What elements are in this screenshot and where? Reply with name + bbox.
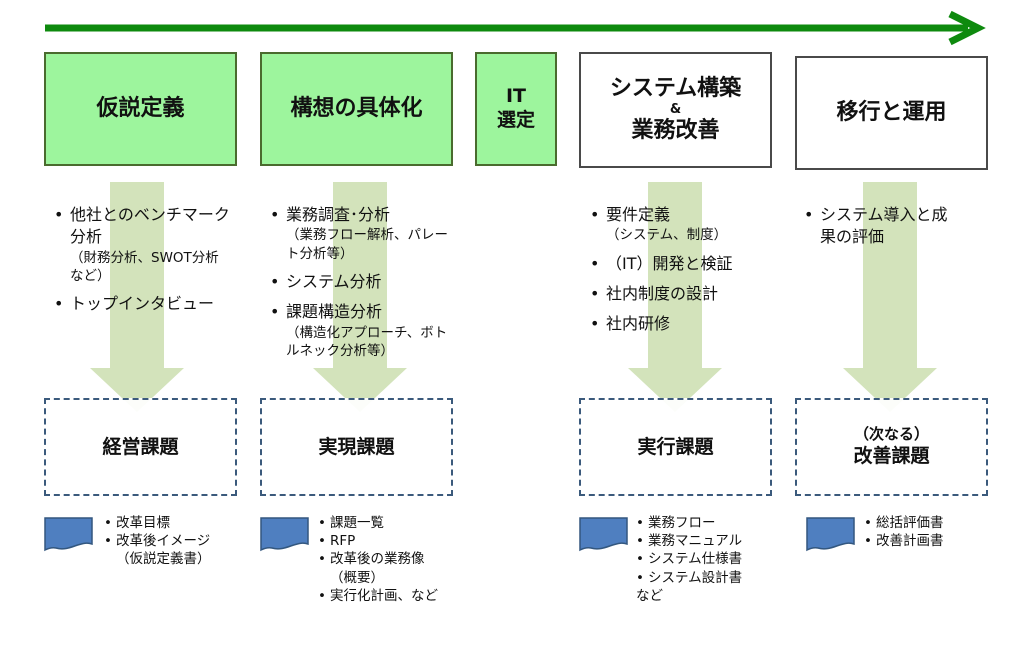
phase-operation: 移行と運用 xyxy=(795,56,988,170)
document-icon xyxy=(44,517,93,552)
activity-item: （IT）開発と検証 xyxy=(588,253,778,276)
activity-item: 社内研修 xyxy=(588,313,778,336)
result-improvement-issues: （次なる） 改善課題 xyxy=(795,398,988,496)
result-realization-issues: 実現課題 xyxy=(260,398,453,496)
activity-item: 社内制度の設計 xyxy=(588,283,778,306)
deliverable-item: 業務フロー xyxy=(636,514,786,532)
activity-item: 要件定義 （システム、制度） xyxy=(588,204,778,245)
deliverable-item: 改善計画書 xyxy=(864,532,994,550)
document-icon xyxy=(806,517,855,552)
result-execution-issues: 実行課題 xyxy=(579,398,772,496)
deliverable-item: 実行化計画、など xyxy=(318,587,468,605)
phase-it-selection: IT 選定 xyxy=(475,52,557,166)
result-prefix: （次なる） xyxy=(853,424,929,443)
phase-build-amp: & xyxy=(669,101,682,117)
document-icon xyxy=(579,517,628,552)
activities-2: 業務調査･分析 （業務フロー解析、パレート分析等） システム分析 課題構造分析 … xyxy=(268,204,458,368)
activities-3: 要件定義 （システム、制度） （IT）開発と検証 社内制度の設計 社内研修 xyxy=(588,204,778,344)
activity-item: 業務調査･分析 （業務フロー解析、パレート分析等） xyxy=(268,204,458,263)
deliverable-item: 改革目標 xyxy=(104,514,254,532)
activity-item: 課題構造分析 （構造化アプローチ、ボトルネック分析等） xyxy=(268,301,458,360)
activity-item: 他社とのベンチマーク分析 （財務分析、SWOT分析など） xyxy=(52,204,232,285)
result-management-issues: 経営課題 xyxy=(44,398,237,496)
activity-item: システム分析 xyxy=(268,271,458,294)
deliverable-item-note: （仮説定義書） xyxy=(116,551,211,568)
deliverables-3: 業務フロー 業務マニュアル システム仕様書 システム設計書 など xyxy=(636,514,786,605)
timeline-arrow xyxy=(45,10,986,46)
deliverable-item-note: など xyxy=(636,587,663,604)
phase-build-line3: 業務改善 xyxy=(631,118,720,144)
phase-it-line2: 選定 xyxy=(496,109,535,131)
deliverable-item: RFP xyxy=(318,532,468,550)
deliverable-item-note: （概要） xyxy=(330,569,384,586)
deliverable-item: システム仕様書 xyxy=(636,550,786,568)
phase-build-line1: システム構築 xyxy=(609,76,742,102)
deliverables-1: 改革目標 改革後イメージ （仮説定義書） xyxy=(104,514,254,569)
phase-concept: 構想の具体化 xyxy=(260,52,453,166)
activity-item: システム導入と成果の評価 xyxy=(802,204,962,249)
activities-4: システム導入と成果の評価 xyxy=(802,204,962,257)
activities-1: 他社とのベンチマーク分析 （財務分析、SWOT分析など） トップインタビュー xyxy=(52,204,232,324)
deliverable-item: 改革後イメージ xyxy=(104,532,254,550)
deliverable-item: 改革後の業務像 xyxy=(318,550,468,568)
phase-system-build: システム構築 & 業務改善 xyxy=(579,52,772,168)
deliverables-2: 課題一覧 RFP 改革後の業務像 （概要） 実行化計画、など xyxy=(318,514,468,605)
activity-item: トップインタビュー xyxy=(52,293,232,316)
deliverable-item: システム設計書 xyxy=(636,569,786,587)
document-icon xyxy=(260,517,309,552)
deliverable-item: 総括評価書 xyxy=(864,514,994,532)
deliverable-item: 業務マニュアル xyxy=(636,532,786,550)
phase-it-line1: IT xyxy=(505,85,526,108)
deliverables-4: 総括評価書 改善計画書 xyxy=(864,514,994,551)
deliverable-item: 課題一覧 xyxy=(318,514,468,532)
phase-hypothesis: 仮説定義 xyxy=(44,52,237,166)
